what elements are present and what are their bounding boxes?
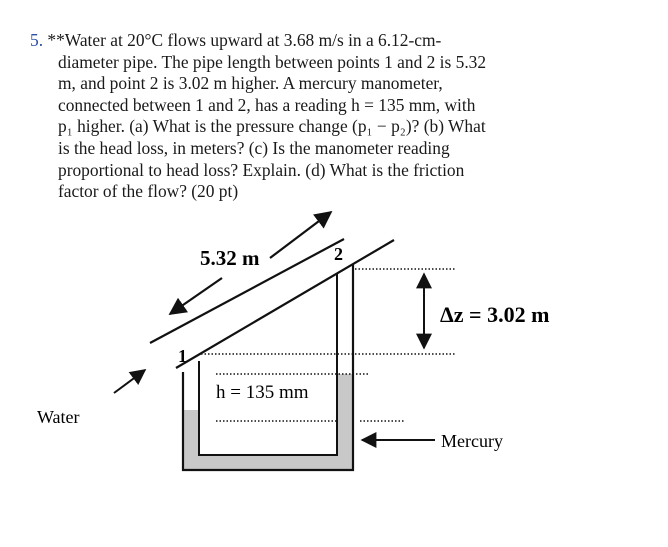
manometer-inner-tube: [198, 273, 338, 456]
point-1-label: 1: [178, 346, 187, 366]
problem-line-5: p₁ higher. (a) What is the pressure chan…: [58, 116, 486, 137]
length-arrow-lower: [168, 277, 223, 316]
point-2-label: 2: [334, 244, 343, 264]
problem-number: 5.: [30, 30, 44, 50]
pipe-lower-wall: [175, 239, 395, 369]
problem-line-4: connected between 1 and 2, has a reading…: [58, 94, 476, 115]
length-arrow-upper: [269, 210, 333, 259]
pipe-length-label: 5.32 m: [200, 246, 260, 270]
problem-line-3: m, and point 2 is 3.02 m higher. A mercu…: [58, 73, 443, 94]
problem-statement: 5. **Water at 20°C flows upward at 3.68 …: [30, 30, 640, 203]
h-label: h = 135 mm: [216, 382, 309, 403]
mercury-fill: [183, 374, 353, 470]
problem-line-7: proportional to head loss? Explain. (d) …: [58, 159, 465, 180]
water-label: Water: [37, 407, 80, 427]
problem-line-6: is the head loss, in meters? (c) Is the …: [58, 137, 450, 158]
flow-arrow: [113, 369, 147, 394]
problem-line-8: factor of the flow? (20 pt): [58, 181, 239, 202]
dz-label: Δz = 3.02 m: [440, 302, 549, 327]
problem-line-2: diameter pipe. The pipe length between p…: [58, 51, 487, 72]
problem-line-1: 5. **Water at 20°C flows upward at 3.68 …: [30, 30, 442, 50]
pipe-upper-wall: [149, 238, 345, 344]
mercury-label: Mercury: [441, 431, 503, 451]
manometer-outer-tube: [181, 264, 355, 472]
